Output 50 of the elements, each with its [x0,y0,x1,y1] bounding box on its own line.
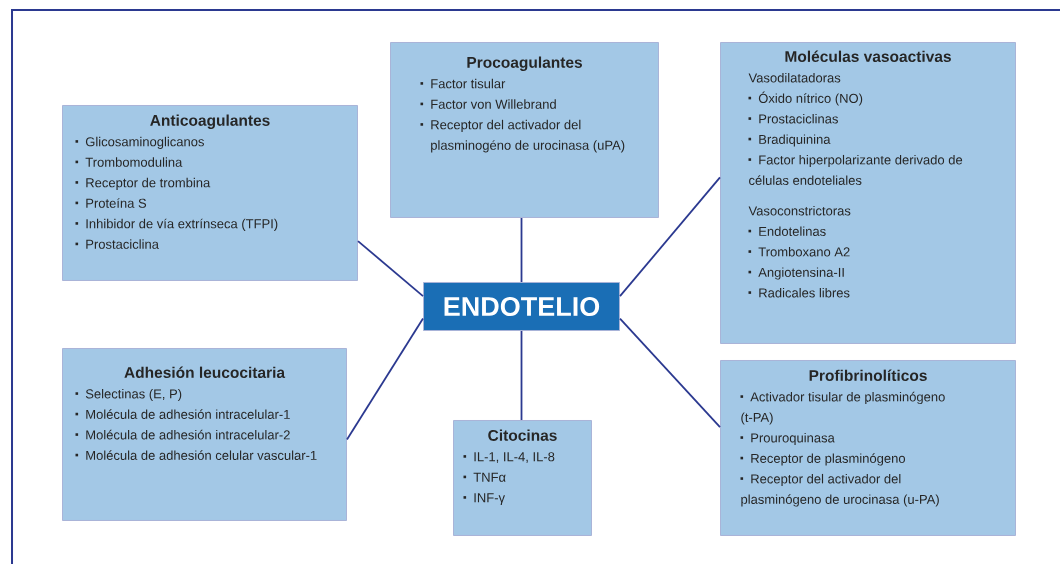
connector-line [357,240,424,298]
center-box [423,282,620,331]
list-item: Prostaciclinas [748,113,838,124]
connector-line [346,317,424,441]
list-item: Bradiquinina [748,134,831,147]
list-item: Trombomodulina [75,157,183,167]
list-item: Factor von Willebrand [420,99,556,109]
list-item: Proteína S [75,198,147,208]
category-box [453,420,592,536]
list-item: Selectinas (E, P) [75,388,182,402]
list-subheading: Vasoconstrictoras [748,205,851,216]
node-title: ENDOTELIO [444,296,600,317]
list-item: Activador tisular de plasminógeno (t-PA) [740,391,945,425]
connector-line [520,330,523,421]
box-title: Procoagulantes [467,56,582,71]
box-title: Adhesión leucocitaria [124,366,286,378]
list-item: Radicales libres [748,287,850,298]
list-item: Factor hiperpolarizante derivado de células endoteliales [748,154,963,185]
list-item: Receptor de trombina [75,177,211,190]
list-item: Molécula de adhesión celular vascular-1 [75,450,317,460]
list-item: Factor tisular [420,78,506,89]
list-item: Receptor de plasminógeno [740,453,906,466]
list-item: Receptor del activador del plasminogéno de urocinasa (uPA) [420,119,625,153]
box-title: Profibrinolíticos [809,369,927,381]
list-item: Prouroquinasa [740,432,835,446]
list-item: IL-1, IL-4, IL-8 [463,452,555,463]
box-title: Anticoagulantes [150,114,270,129]
list-item: Inhibidor de vía extrínseca (TFPI) [75,218,278,231]
category-box [62,348,347,521]
list-item: Molécula de adhesión intracelular-1 [75,409,290,419]
category-box [390,42,659,218]
list-item: Receptor del activador del plasminógeno de urocinasa (u-PA) [740,473,939,507]
list-item: Angiotensina-II [748,267,844,280]
list-item: INF-γ [463,493,505,505]
category-box [720,42,1016,344]
list-item: TNFα [463,472,506,482]
list-item: Tromboxano A2 [748,246,850,257]
category-box [720,360,1016,536]
connector-line [619,317,721,429]
category-box [62,105,358,281]
list-subheading: Vasodilatadoras [748,72,841,83]
box-title: Moléculas vasoactivas [785,50,951,62]
list-item: Prostaciclina [75,239,159,249]
connector-line [619,176,721,298]
list-item: Endotelinas [748,226,826,236]
box-title: Citocinas [488,429,557,441]
list-item: Óxido nítrico (NO) [748,91,863,106]
list-item: Glicosaminoglicanos [75,136,204,149]
list-item: Molécula de adhesión intracelular-2 [75,429,290,440]
connector-line [520,217,523,283]
